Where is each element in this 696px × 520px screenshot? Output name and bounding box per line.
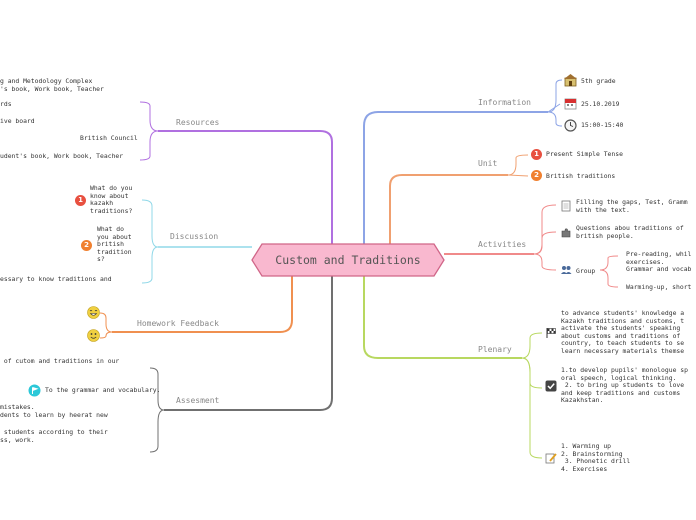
priority-1-icon: 1	[531, 149, 542, 160]
branch-assesment[interactable]: Assesment	[176, 396, 220, 405]
info-date: 25.10.2019	[581, 100, 620, 108]
group-activity-1: Pre-reading, whil exercises. Grammar and…	[626, 250, 692, 274]
resource-2: rds	[0, 100, 12, 108]
branch-activities[interactable]: Activities	[478, 240, 527, 249]
resource-5: udent's book, Work book, Teacher	[0, 152, 124, 160]
branch-discussion[interactable]: Discussion	[170, 232, 219, 241]
priority-1-icon: 1	[75, 195, 86, 206]
resource-4: British Council	[80, 134, 138, 142]
unit-item-1: Present Simple Tense	[546, 150, 623, 158]
puzzle-icon	[561, 228, 571, 238]
laughing-face-icon	[87, 306, 100, 319]
branch-information[interactable]: Information	[478, 98, 531, 107]
resource-1: g and Metodology Complex 's book, Work b…	[0, 77, 104, 93]
unit-item-2: British traditions	[546, 172, 616, 180]
assesment-item-2: To the grammar and vocabulary.	[45, 386, 161, 394]
assesment-item-3: mistakes. dents to learn by heerat new	[0, 403, 108, 419]
branch-resources[interactable]: Resources	[176, 118, 220, 127]
assesment-item-1: of cutom and traditions in our	[0, 357, 120, 365]
school-icon	[564, 74, 577, 87]
branch-unit[interactable]: Unit	[478, 159, 498, 168]
discussion-question-1: What do you know about kazakh traditions…	[90, 184, 133, 215]
group-icon	[561, 266, 572, 274]
checkered-flag-icon	[546, 328, 556, 338]
discussion-item-3: essary to know traditions and	[0, 275, 112, 283]
flag-badge-icon	[28, 384, 41, 397]
central-node-shape	[251, 243, 445, 277]
group-activity-2: Warming-up, short	[626, 283, 692, 291]
clock-icon	[564, 119, 577, 132]
activity-group: Group	[576, 267, 596, 275]
discussion-question-2: What do you about british tradition s?	[97, 225, 132, 264]
document-icon	[561, 200, 571, 212]
activity-2: Questions abou traditions of british peo…	[576, 224, 684, 240]
resource-3: ive board	[0, 117, 35, 125]
plenary-stages: 1. Warming up 2. Brainstorming 3. Phonet…	[561, 442, 631, 473]
info-grade: 5th grade	[581, 77, 616, 85]
plenary-objectives: to advance students' knowledge a Kazakh …	[561, 309, 685, 355]
checkbox-checked-icon	[545, 380, 557, 392]
branch-homework-feedback[interactable]: Homework Feedback	[137, 319, 219, 328]
plenary-aims: 1.to develop pupils' monologue sp oral s…	[561, 366, 688, 405]
priority-2-icon: 2	[81, 240, 92, 251]
assesment-item-4: students according to their ss, work.	[0, 428, 108, 444]
info-time: 15:00-15:40	[581, 121, 624, 129]
smiley-face-icon	[87, 329, 100, 342]
priority-2-icon: 2	[531, 170, 542, 181]
central-topic[interactable]: Custom and Traditions	[275, 253, 421, 267]
calendar-icon	[564, 98, 577, 110]
notepad-pencil-icon	[545, 453, 557, 464]
activity-1: Filling the gaps, Test, Gramm with the t…	[576, 198, 688, 214]
branch-plenary[interactable]: Plenary	[478, 345, 512, 354]
